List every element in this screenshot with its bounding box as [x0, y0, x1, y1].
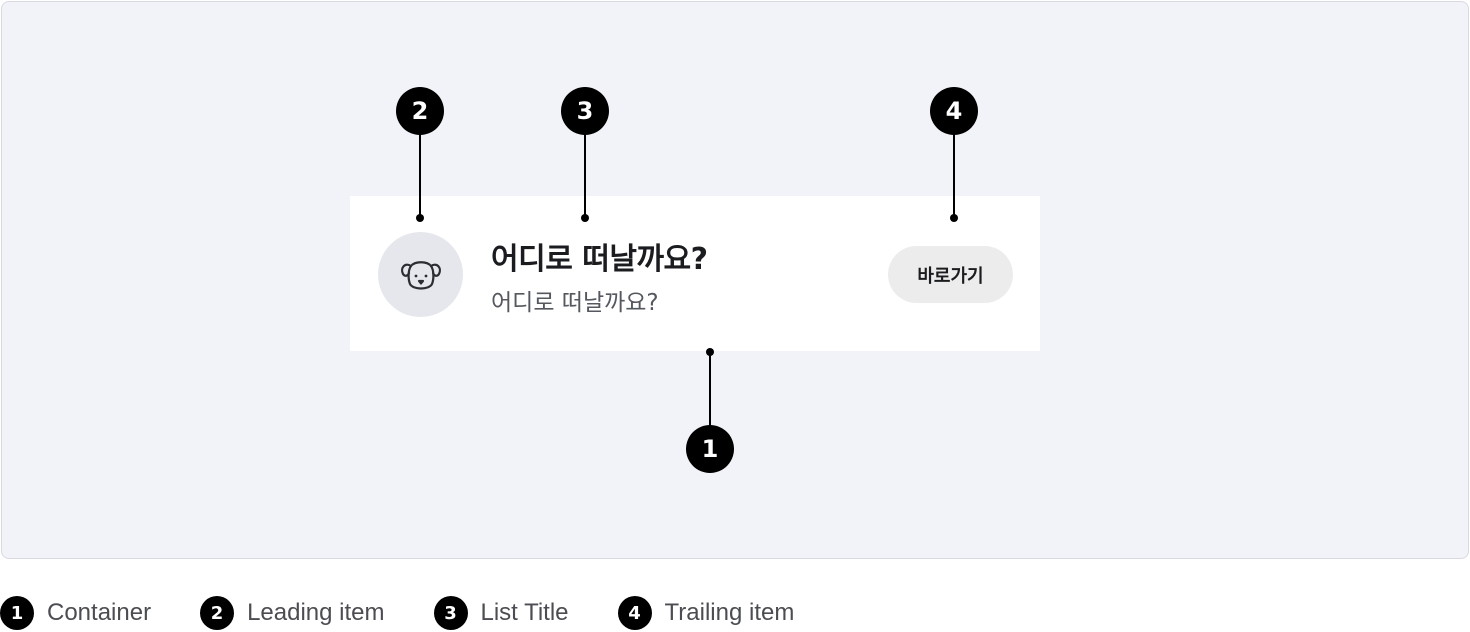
- legend-number: 1: [0, 596, 34, 630]
- list-item-container[interactable]: 어디로 떠날까요? 어디로 떠날까요? 바로가기: [350, 196, 1040, 351]
- legend-label: Container: [47, 599, 152, 626]
- callout-marker-4: 4: [930, 87, 978, 135]
- callout-marker-3: 3: [561, 87, 609, 135]
- legend-number: 3: [433, 596, 468, 630]
- dog-face-icon: [397, 249, 445, 301]
- list-subtitle: 어디로 떠날까요?: [491, 290, 659, 316]
- legend-label: List Title: [480, 599, 569, 626]
- list-title: 어디로 떠날까요?: [491, 242, 708, 277]
- callout-leader-4: [953, 134, 955, 218]
- callout-marker-1: 1: [686, 425, 734, 473]
- callout-leader-2: [419, 134, 421, 218]
- legend-number: 4: [617, 596, 652, 630]
- legend-label: Leading item: [247, 599, 385, 626]
- legend-label: Trailing item: [664, 599, 795, 626]
- callout-dot-3: [581, 214, 589, 222]
- callout-leader-3: [584, 134, 586, 218]
- legend-item-title: 3 List Title: [433, 596, 569, 630]
- legend: 1 Container 2 Leading item 3 List Title …: [0, 596, 794, 630]
- callout-marker-2: 2: [396, 87, 444, 135]
- leading-item: [378, 232, 463, 317]
- legend-item-container: 1 Container: [0, 596, 151, 630]
- callout-dot-2: [416, 214, 424, 222]
- legend-item-trailing: 4 Trailing item: [617, 596, 795, 630]
- callout-leader-1: [709, 352, 711, 426]
- callout-dot-4: [950, 214, 958, 222]
- trailing-item-button[interactable]: 바로가기: [888, 246, 1013, 303]
- legend-number: 2: [200, 596, 235, 630]
- legend-item-leading: 2 Leading item: [200, 596, 385, 630]
